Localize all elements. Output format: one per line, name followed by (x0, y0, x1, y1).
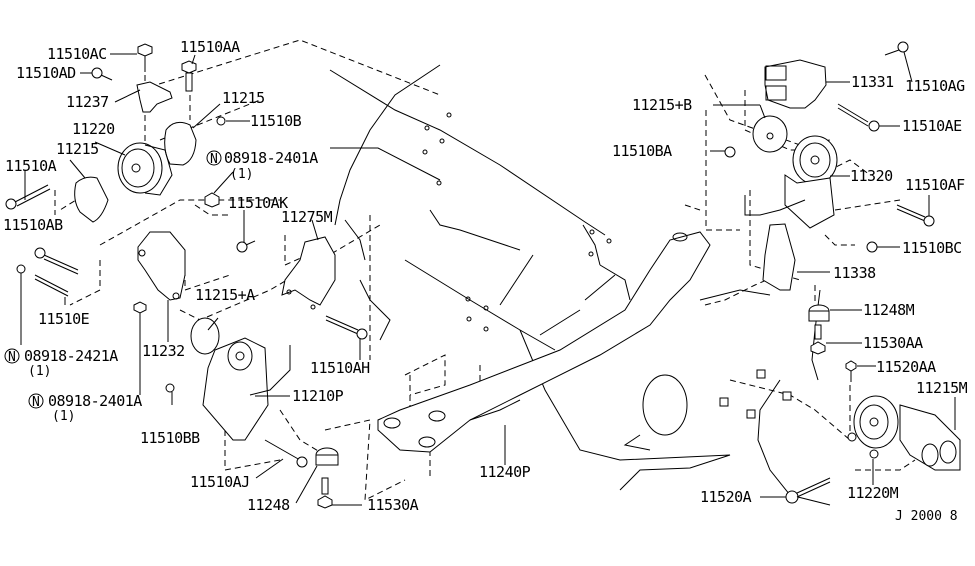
qty-08918-2401A-bottom: (1) (52, 409, 75, 424)
leader-lines (20, 51, 956, 506)
svg-text:N: N (210, 152, 218, 167)
label-11510AB[interactable]: 11510AB (3, 216, 64, 234)
svg-text:N: N (32, 395, 40, 410)
label-11510B[interactable]: 11510B (250, 112, 302, 130)
label-11510A[interactable]: 11510A (5, 157, 57, 175)
label-11232[interactable]: 11232 (142, 342, 185, 360)
label-11510AG[interactable]: 11510AG (905, 77, 966, 95)
label-11338[interactable]: 11338 (833, 264, 877, 282)
label-11510AA[interactable]: 11510AA (180, 38, 241, 56)
label-11275M[interactable]: 11275M (281, 208, 333, 226)
label-11220M[interactable]: 11220M (847, 484, 899, 502)
label-11215-left[interactable]: 11215 (56, 140, 99, 158)
diagram-code: J 2000 8 (895, 509, 958, 524)
right-engine-mount (719, 41, 961, 504)
label-11210P[interactable]: 11210P (292, 387, 344, 405)
label-11510AD[interactable]: 11510AD (16, 64, 77, 82)
label-08918-2401A-top[interactable]: 08918-2401A (224, 149, 319, 167)
n-marker-top: N (206, 150, 222, 167)
bracket-11275M (236, 236, 368, 340)
label-11520A[interactable]: 11520A (700, 488, 752, 506)
label-11510E[interactable]: 11510E (38, 310, 90, 328)
qty-08918-2421A: (1) (28, 364, 51, 379)
crossmember-11240P (377, 231, 711, 453)
label-08918-2421A[interactable]: 08918-2421A (24, 347, 119, 365)
label-11220[interactable]: 11220 (72, 120, 116, 138)
label-11240P[interactable]: 11240P (479, 463, 531, 481)
label-11331[interactable]: 11331 (851, 73, 895, 91)
label-11510AE[interactable]: 11510AE (902, 117, 963, 135)
label-11510BA[interactable]: 11510BA (612, 142, 673, 160)
label-11215B[interactable]: 11215+B (632, 96, 693, 114)
label-11510BB[interactable]: 11510BB (140, 429, 201, 447)
n-marker-bottom: N (28, 393, 44, 410)
label-11510AC[interactable]: 11510AC (47, 45, 107, 63)
label-11510AJ[interactable]: 11510AJ (190, 473, 250, 491)
label-11237[interactable]: 11237 (66, 93, 109, 111)
label-11248M[interactable]: 11248M (863, 301, 915, 319)
part-labels: 11510AC 11510AD 11510AA 11237 11215 1122… (3, 38, 968, 524)
label-11510AH[interactable]: 11510AH (310, 359, 371, 377)
label-11510BC[interactable]: 11510BC (902, 239, 962, 257)
n-marker-2421A: N (4, 348, 20, 365)
label-11215-top[interactable]: 11215 (222, 89, 265, 107)
qty-08918-2401A-top: (1) (230, 167, 253, 182)
label-11510AF[interactable]: 11510AF (905, 176, 966, 194)
label-11520AA[interactable]: 11520AA (876, 358, 937, 376)
label-11530A[interactable]: 11530A (367, 496, 419, 514)
label-11215M[interactable]: 11215M (916, 379, 968, 397)
label-11215A[interactable]: 11215+A (195, 286, 256, 304)
label-08918-2401A-bottom[interactable]: 08918-2401A (48, 392, 143, 410)
mount-11210P (165, 317, 339, 509)
label-11248[interactable]: 11248 (247, 496, 291, 514)
label-11320[interactable]: 11320 (850, 167, 894, 185)
svg-text:N: N (8, 350, 16, 365)
left-engine-mount (5, 43, 226, 314)
label-11530AA[interactable]: 11530AA (863, 334, 924, 352)
label-11510AK[interactable]: 11510AK (228, 194, 289, 212)
